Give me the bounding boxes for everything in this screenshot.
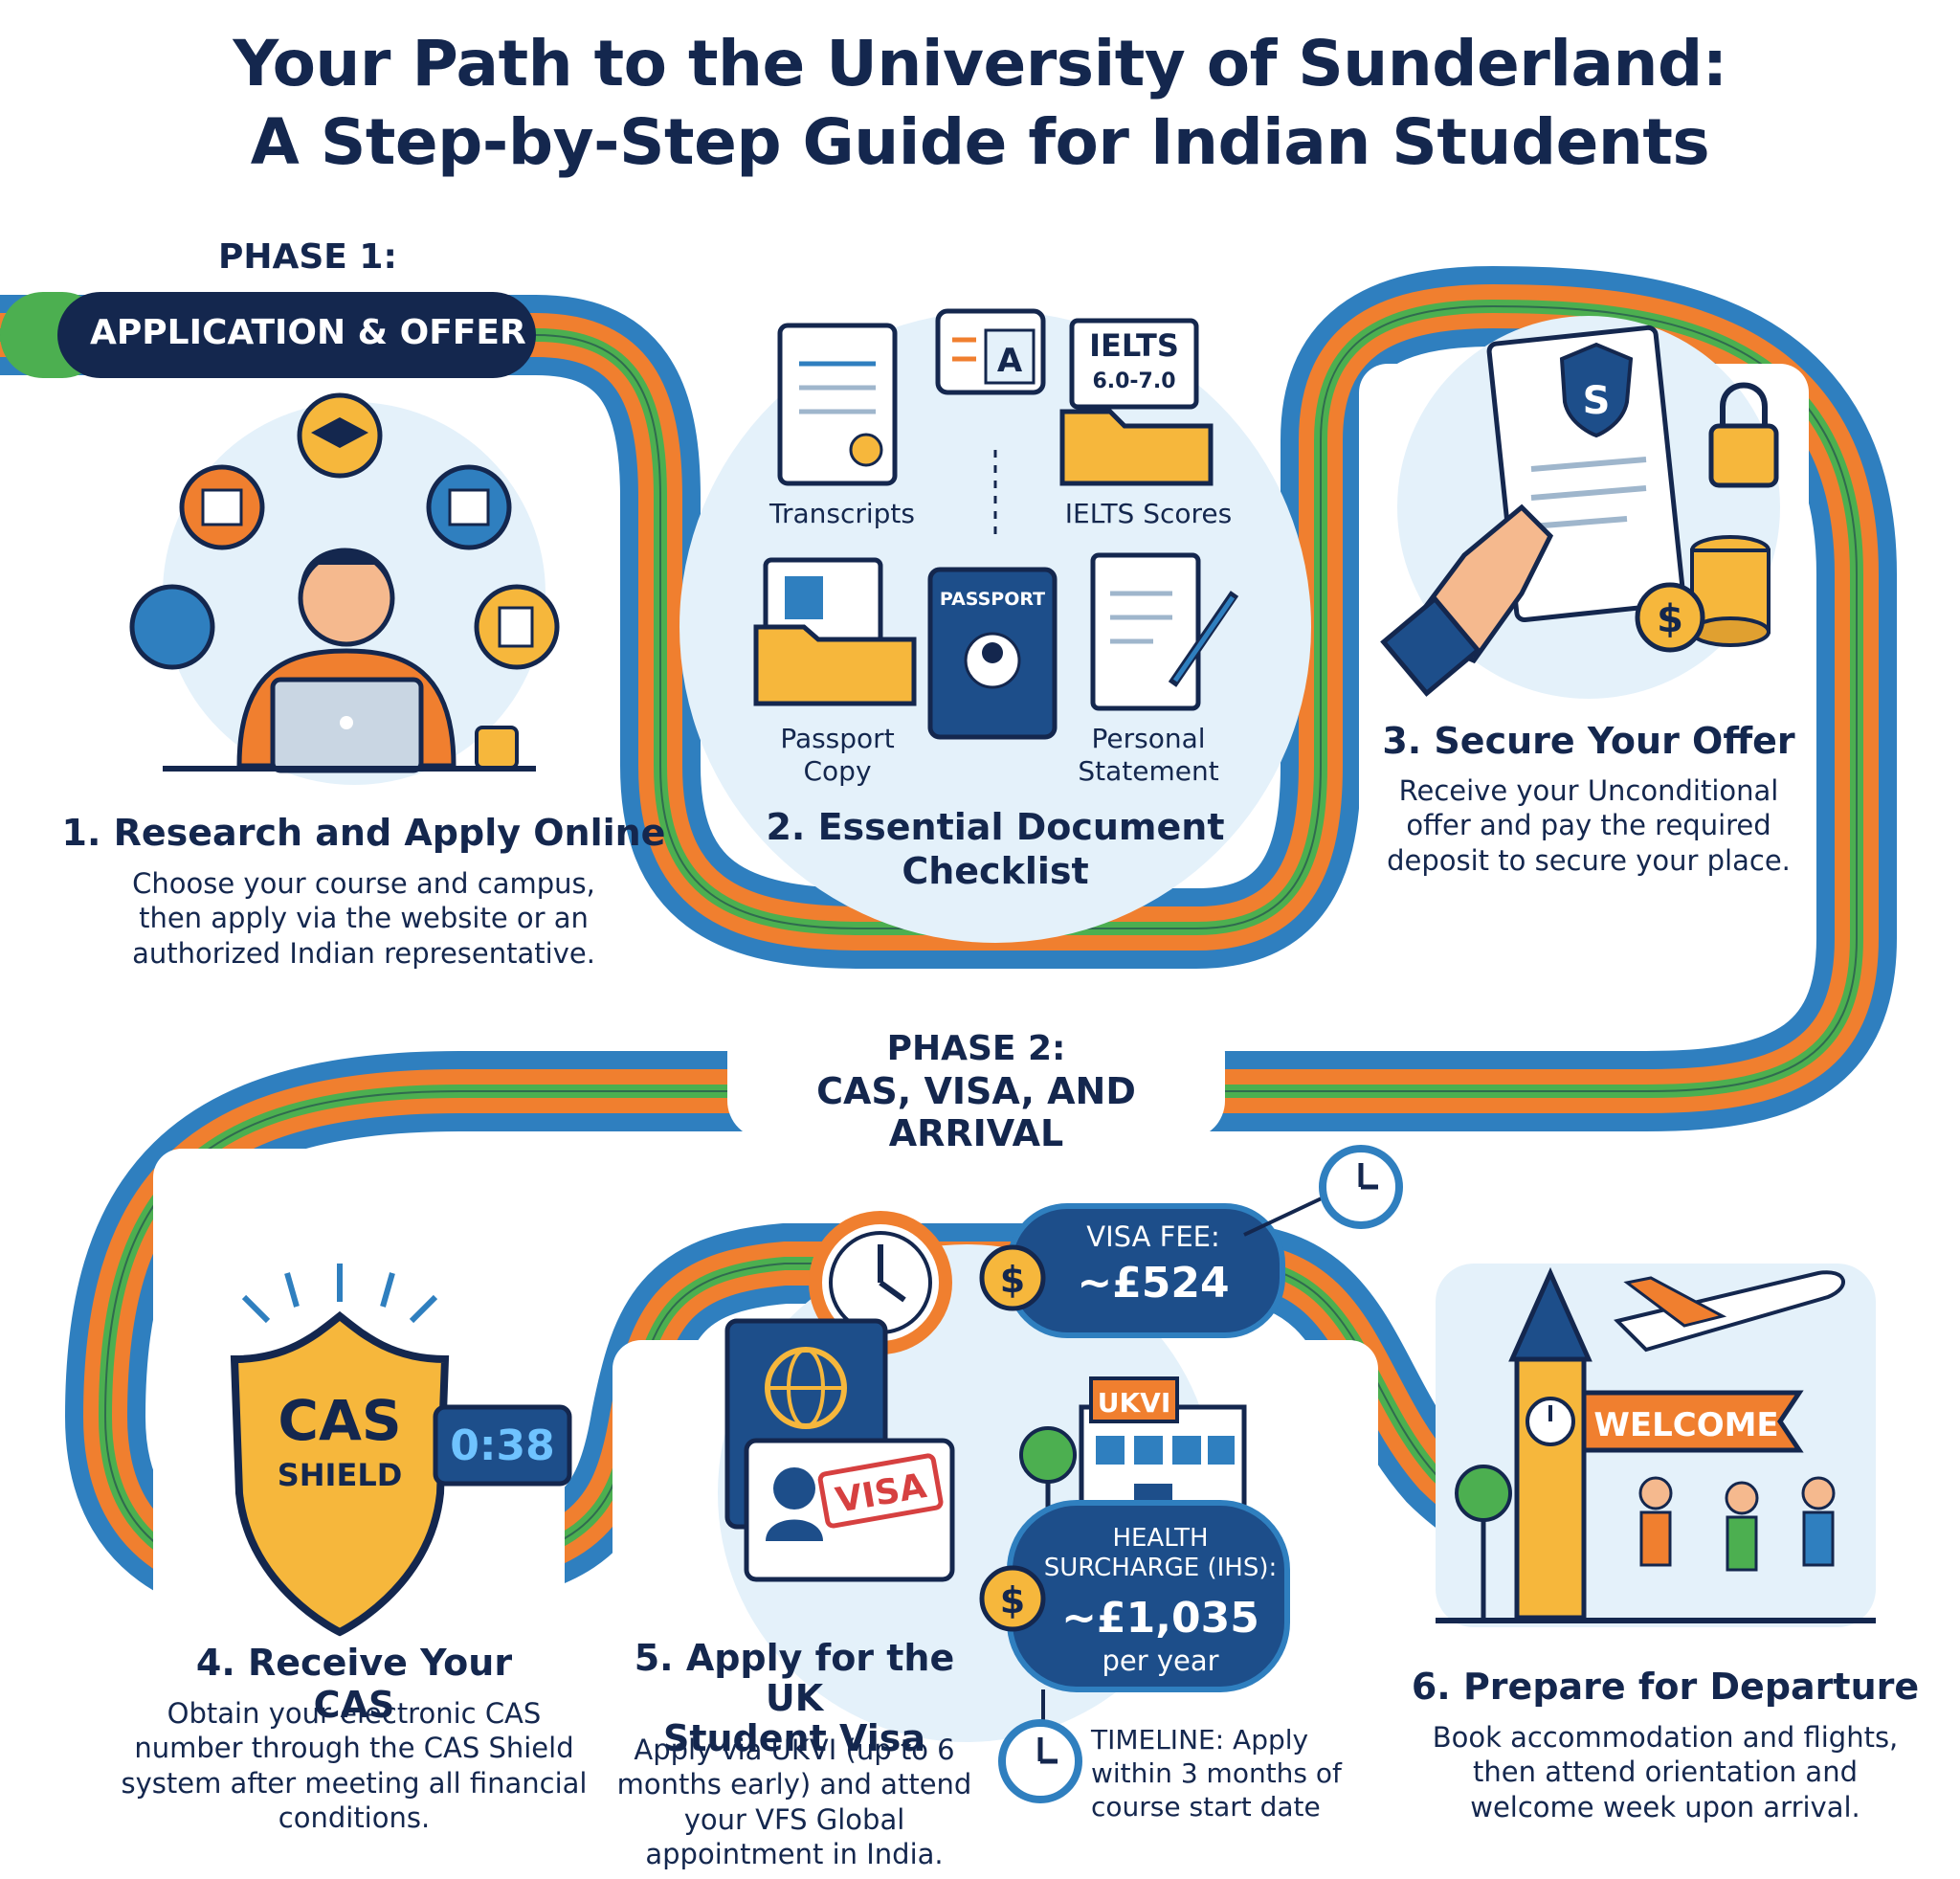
- step3-description: Receive your Unconditional offer and pay…: [1387, 774, 1791, 877]
- ielts-card-line2: 6.0-7.0: [1092, 369, 1175, 393]
- visa-fee-dollar-icon: $: [1000, 1259, 1025, 1301]
- step3-illustration: S $: [1380, 316, 1780, 699]
- step4-title: 4. Receive Your CAS: [195, 1642, 513, 1726]
- step6-illustration: WELCOME: [1436, 1264, 1876, 1627]
- step1-description: Choose your course and campus, then appl…: [132, 867, 595, 970]
- step6-card: [1388, 1589, 1924, 1857]
- step4-illustration: 0:38: [230, 1264, 572, 1637]
- cas-shield-line-2: SHIELD: [277, 1457, 403, 1493]
- ielts-card-line1: IELTS: [1089, 327, 1179, 364]
- step4-description: Obtain your electronic CAS number throug…: [121, 1697, 588, 1834]
- doc-label-personal-statement: Personal Statement: [1078, 723, 1219, 787]
- visa-fee-label: VISA FEE:: [1086, 1220, 1220, 1253]
- logo-letter-icon: S: [1583, 379, 1611, 423]
- visa-fee-value: ~£524: [1077, 1259, 1230, 1308]
- letter-a-icon: A: [997, 342, 1023, 380]
- step1-illustration: [129, 392, 560, 785]
- welcome-banner: WELCOME: [1593, 1406, 1778, 1444]
- title-line-2: A Step-by-Step Guide for Indian Students: [250, 105, 1710, 179]
- step3-title: 3. Secure Your Offer: [1382, 720, 1795, 762]
- step6-title: 6. Prepare for Departure: [1411, 1666, 1920, 1708]
- phase2-label-bg: [727, 1015, 1225, 1139]
- ihs-dollar-icon: $: [1000, 1579, 1025, 1622]
- step1-title: 1. Research and Apply Online: [61, 812, 666, 854]
- phase1-label: PHASE 1:: [218, 237, 397, 277]
- ihs-label: HEALTH SURCHARGE (IHS):: [1043, 1524, 1278, 1583]
- road-phase-1: [0, 265, 1897, 1625]
- passport-book-label: PASSPORT: [940, 589, 1045, 610]
- phase1-banner: [57, 292, 536, 378]
- step2-title: 2. Essential Document Checklist: [766, 806, 1225, 892]
- cas-shield-line-1: CAS: [278, 1388, 402, 1453]
- step5-description: Apply via UKVI (up to 6 months early) an…: [616, 1734, 972, 1870]
- ihs-value: ~£1,035: [1061, 1594, 1259, 1643]
- step5-illustration: VISA UKVI $ $: [718, 1145, 1403, 1803]
- step6-description: Book accommodation and flights, then att…: [1432, 1721, 1899, 1823]
- phase2-label: PHASE 2:: [886, 1029, 1066, 1068]
- timeline-note: TIMELINE: Apply within 3 months of cours…: [1091, 1724, 1342, 1823]
- cas-digital-display: 0:38: [450, 1421, 554, 1470]
- phase2-subtitle: CAS, VISA, AND ARRIVAL: [816, 1070, 1136, 1154]
- ihs-unit: per year: [1102, 1644, 1219, 1677]
- doc-label-ielts-scores: IELTS Scores: [1064, 498, 1233, 529]
- doc-label-transcripts: Transcripts: [768, 498, 916, 529]
- doc-label-passport-copy: Passport Copy: [780, 723, 895, 787]
- phase1-banner-text: APPLICATION & OFFER: [90, 313, 526, 352]
- dollar-coin-icon: $: [1657, 597, 1683, 641]
- ukvi-sign: UKVI: [1098, 1387, 1171, 1419]
- title-line-1: Your Path to the University of Sunderlan…: [233, 27, 1727, 101]
- step5-title: 5. Apply for the UK Student Visa: [634, 1637, 955, 1759]
- step2-illustration: A IELTS 6.0-7.0 PASSPORT: [679, 308, 1311, 943]
